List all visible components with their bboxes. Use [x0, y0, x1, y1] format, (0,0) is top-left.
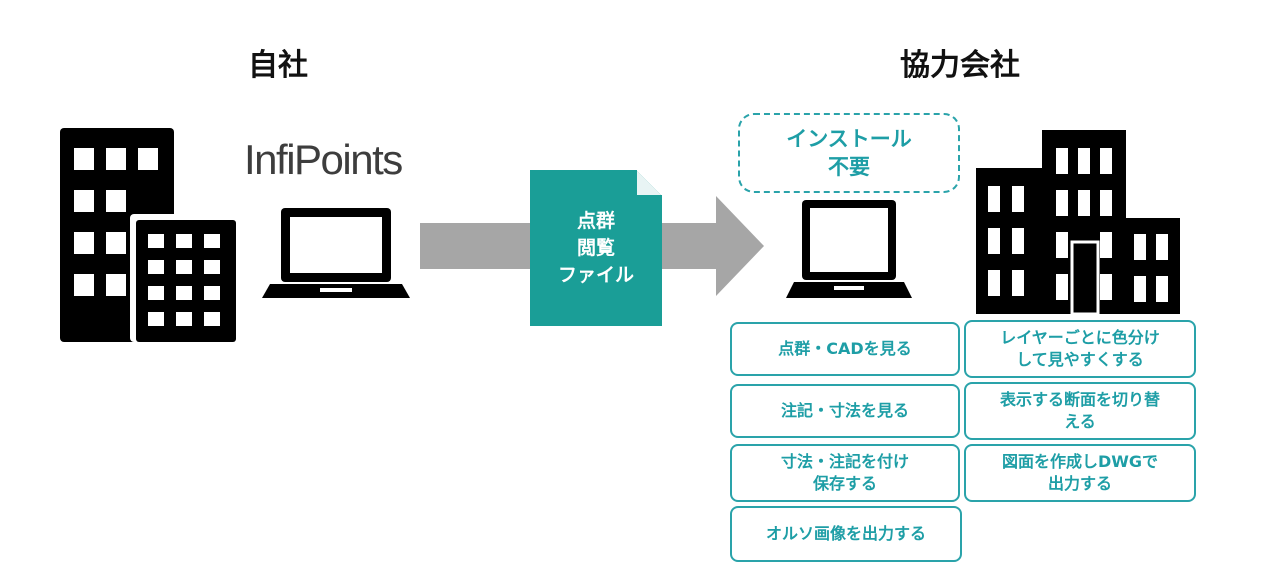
feature-export-dwg: 図面を作成しDWGで 出力する — [964, 444, 1196, 502]
own-company-building-icon — [60, 128, 240, 342]
partner-company-building-icon — [976, 130, 1180, 314]
callout-line: 不要 — [828, 155, 870, 179]
feature-view-annotations: 注記・寸法を見る — [730, 384, 960, 438]
feature-line: 寸法・注記を付け — [780, 452, 909, 471]
feature-line: 注記・寸法を見る — [780, 401, 909, 420]
feature-line: オルソ画像を出力する — [765, 524, 926, 543]
feature-export-ortho-image: オルソ画像を出力する — [730, 506, 962, 562]
partner-company-heading: 協力会社 — [900, 48, 1020, 83]
feature-color-by-layer: レイヤーごとに色分け して見やすくする — [964, 320, 1196, 378]
own-laptop-icon — [262, 208, 410, 298]
document-icon — [530, 170, 662, 326]
document-label: 点群 閲覧 ファイル — [530, 208, 662, 289]
feature-line: して見やすくする — [1016, 350, 1144, 369]
feature-line: える — [1064, 412, 1096, 431]
callout-line: インストール — [786, 127, 912, 151]
feature-line: レイヤーごとに色分け — [1000, 328, 1160, 347]
feature-line: 図面を作成しDWGで — [1001, 452, 1159, 471]
feature-line: 表示する断面を切り替 — [999, 390, 1160, 409]
document-label-line: ファイル — [557, 264, 634, 286]
partner-laptop-icon — [786, 200, 912, 298]
feature-line: 点群・CADを見る — [778, 339, 912, 358]
document-label-line: 点群 — [576, 210, 615, 232]
feature-line: 出力する — [1047, 474, 1112, 493]
feature-switch-section: 表示する断面を切り替 える — [964, 382, 1196, 440]
feature-line: 保存する — [812, 474, 877, 493]
no-install-callout: インストール 不要 — [738, 113, 960, 193]
document-label-line: 閲覧 — [576, 237, 615, 259]
feature-view-pointcloud-cad: 点群・CADを見る — [730, 322, 960, 376]
own-company-heading: 自社 — [248, 48, 308, 83]
feature-add-annotations-save: 寸法・注記を付け 保存する — [730, 444, 960, 502]
infipoints-logo: InfiPoints — [244, 136, 403, 183]
